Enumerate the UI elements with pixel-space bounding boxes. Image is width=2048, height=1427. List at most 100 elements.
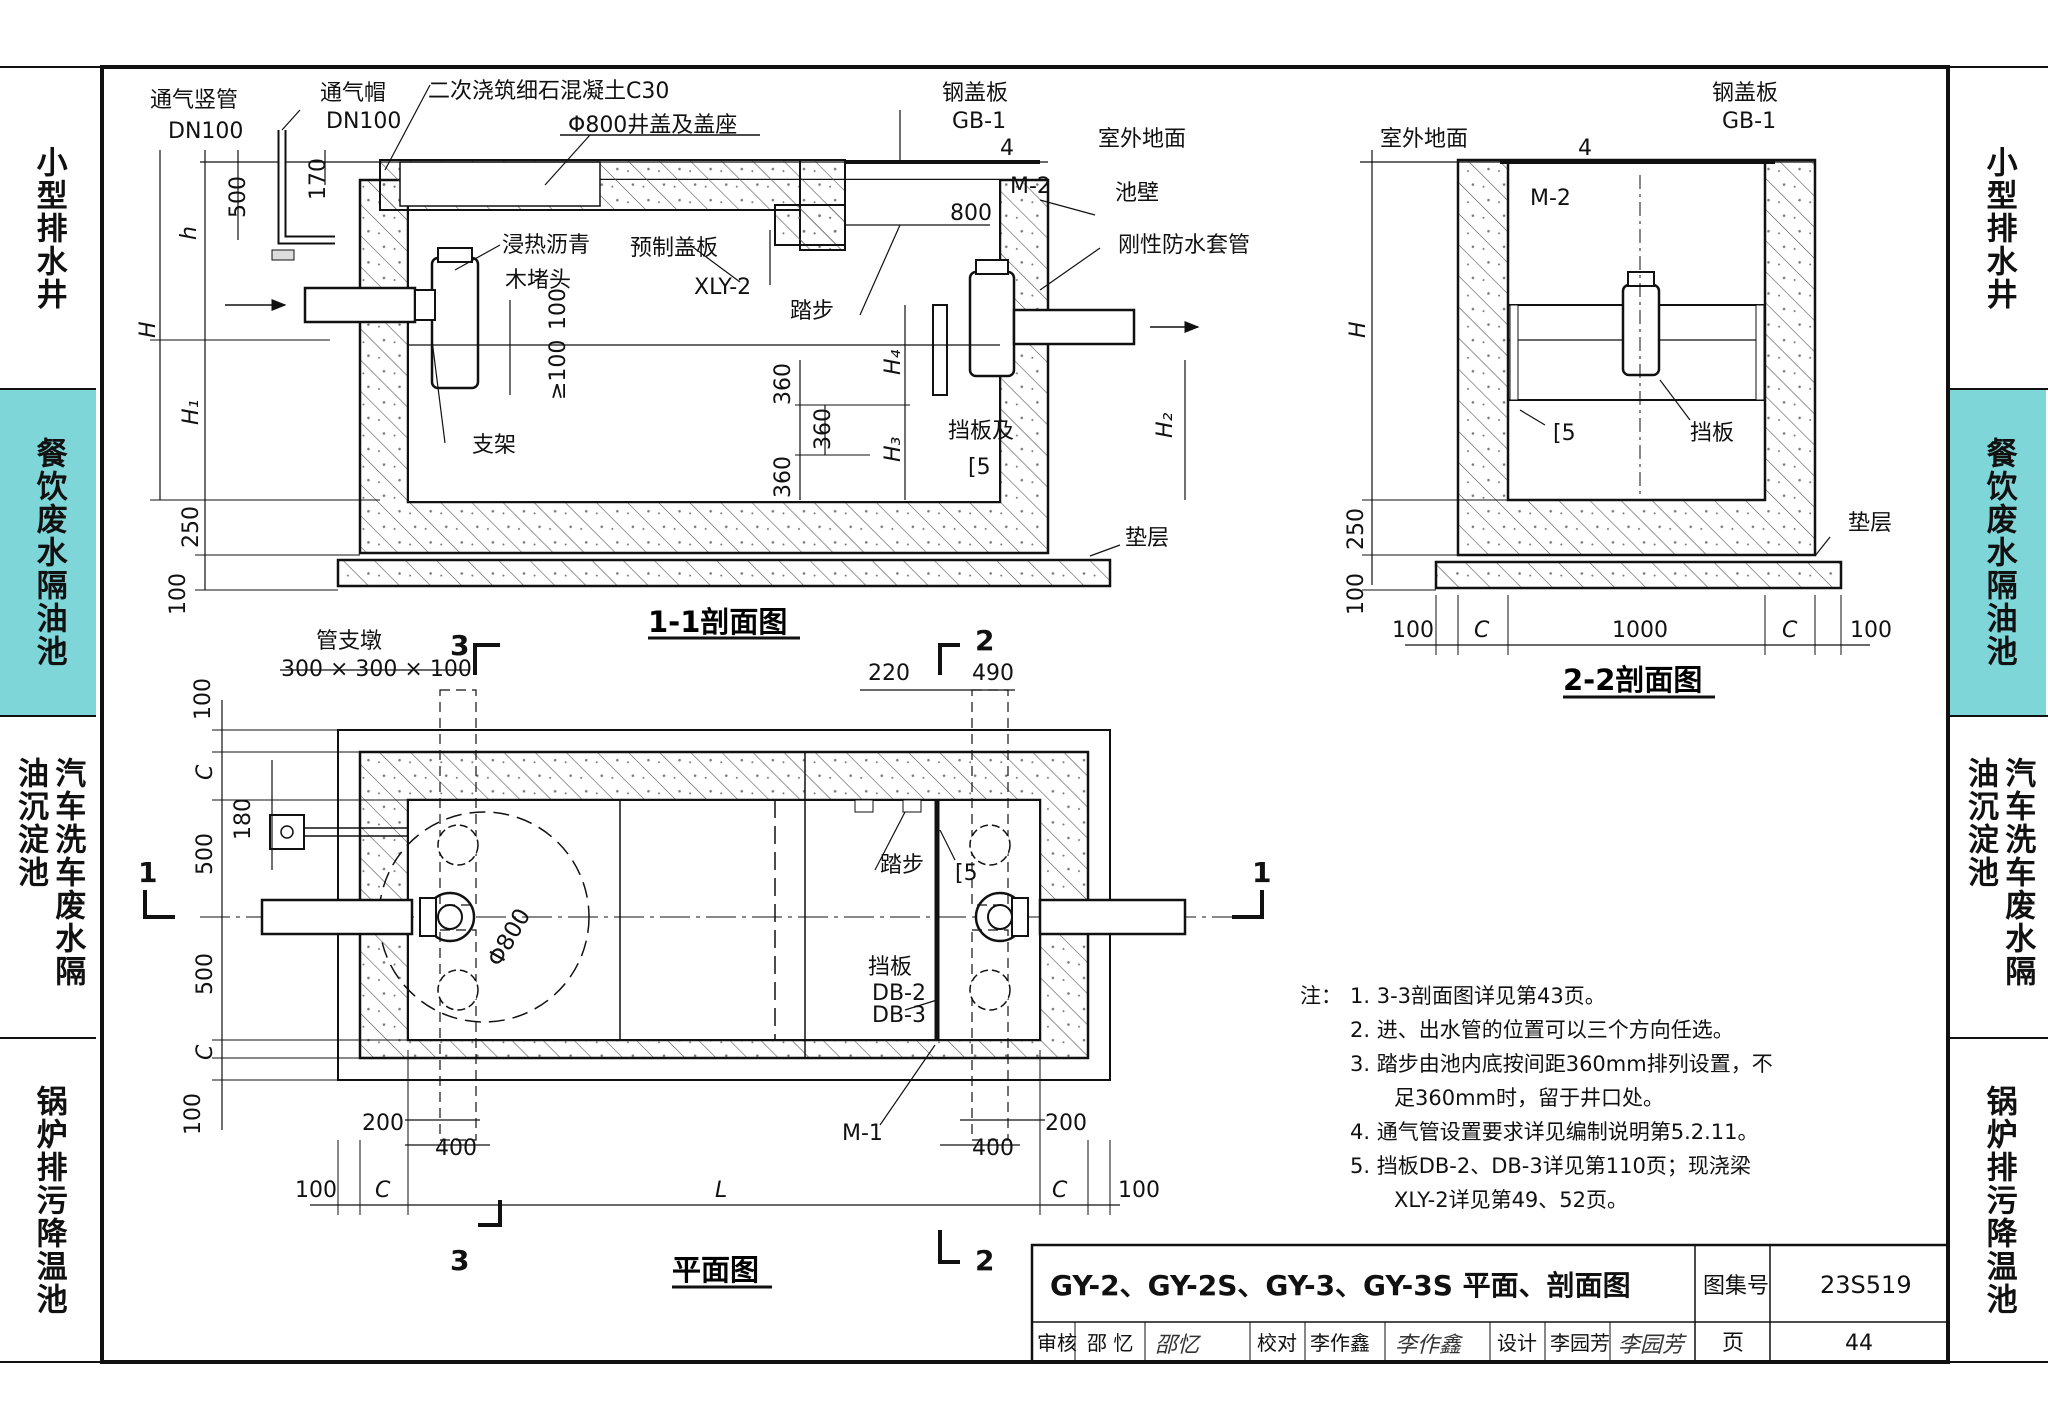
section-mark-3-bottom: 3 bbox=[450, 1244, 469, 1277]
title-block-frame bbox=[1030, 1243, 1950, 1364]
atlas-label: 图集号 bbox=[1703, 1274, 1769, 1299]
dim-220: 220 bbox=[868, 661, 910, 686]
side-tab-carwash-settling: 汽车洗车废水隔油沉淀池 bbox=[0, 716, 96, 1038]
label-channel: [5 bbox=[968, 455, 991, 480]
label-step-plan: 踏步 bbox=[880, 853, 924, 878]
plan-view bbox=[143, 643, 1264, 1264]
notes: 注： 1. 3-3剖面图详见第43页。 2. 进、出水管的位置可以三个方向任选。… bbox=[1300, 984, 1773, 1212]
label-support: 支架 bbox=[472, 433, 516, 458]
drawing-title: GY-2、GY-2S、GY-3、GY-3S 平面、剖面图 bbox=[1050, 1269, 1631, 1302]
title-section-1-1: 1-1剖面图 bbox=[648, 605, 787, 639]
dim-4-22: 4 bbox=[1578, 136, 1592, 161]
section-mark-2-top: 2 bbox=[975, 624, 994, 657]
dim-200-right: 200 bbox=[1045, 1111, 1087, 1136]
dim-C-top: C bbox=[193, 764, 218, 780]
side-tab-restaurant-grease-trap: 餐饮废水隔油池 bbox=[1950, 389, 2046, 716]
dim-ge100: ≥100 bbox=[546, 340, 571, 400]
side-tab-label: 小型排水井 bbox=[1980, 145, 2017, 311]
designer-name: 李园芳 bbox=[1550, 1331, 1610, 1355]
dim-180: 180 bbox=[231, 798, 256, 840]
dim-100-bottom: 100 bbox=[181, 1093, 206, 1135]
dim-C2-22: C bbox=[1782, 618, 1798, 643]
note-line: 1. 3-3剖面图详见第43页。 bbox=[1350, 984, 1606, 1008]
dim-100-plan-right: 100 bbox=[1118, 1178, 1160, 1203]
note-line: 4. 通气管设置要求详见编制说明第5.2.11。 bbox=[1350, 1120, 1759, 1144]
side-tab-label: 餐饮废水隔油池 bbox=[30, 437, 67, 668]
dim-100: 100 bbox=[546, 288, 571, 330]
label-concrete: 二次浇筑细石混凝土C30 bbox=[428, 79, 669, 104]
dim-H3: H₃ bbox=[881, 436, 906, 462]
dim-400-right: 400 bbox=[972, 1136, 1014, 1161]
label-baffle-22: 挡板 bbox=[1690, 421, 1734, 446]
label-steel-cover: 钢盖板 bbox=[942, 81, 1008, 106]
label-channel-22: [5 bbox=[1553, 421, 1576, 446]
dim-100r-22: 100 bbox=[1850, 618, 1892, 643]
designer-signature: 李园芳 bbox=[1618, 1333, 1687, 1358]
dim-H4: H₄ bbox=[881, 349, 906, 375]
label-vent-cap-dn: DN100 bbox=[326, 109, 401, 134]
side-tab-small-drain: 小型排水井 bbox=[1950, 67, 2046, 389]
dim-360a: 360 bbox=[771, 363, 796, 405]
notes-head: 注： bbox=[1300, 984, 1342, 1008]
side-tab-label: 锅炉排污降温池 bbox=[1980, 1084, 2017, 1316]
atlas-number: 23S519 bbox=[1820, 1271, 1912, 1299]
dim-360c: 360 bbox=[771, 456, 796, 498]
label-cushion-22: 垫层 bbox=[1848, 511, 1892, 536]
dim-200-left: 200 bbox=[362, 1111, 404, 1136]
label-plug: 木堵头 bbox=[505, 268, 571, 293]
label-m2-22: M-2 bbox=[1530, 186, 1571, 211]
dim-500-a: 500 bbox=[193, 833, 218, 875]
dim-250: 250 bbox=[179, 506, 204, 548]
dim-500-b: 500 bbox=[193, 953, 218, 995]
side-tab-label: 餐饮废水隔油池 bbox=[1980, 437, 2017, 668]
dim-C-bottom: C bbox=[193, 1044, 218, 1060]
dim-100-plan-left: 100 bbox=[295, 1178, 337, 1203]
review-label: 审核 bbox=[1037, 1331, 1077, 1355]
label-db3: DB-3 bbox=[872, 1003, 926, 1028]
section-1-1 bbox=[150, 84, 1200, 591]
dim-490: 490 bbox=[972, 661, 1014, 686]
dim-L: L bbox=[715, 1178, 727, 1203]
dim-H: H bbox=[136, 321, 161, 338]
dim-H1: H₁ bbox=[179, 400, 204, 425]
label-800: 800 bbox=[950, 201, 992, 226]
label-cushion: 垫层 bbox=[1125, 526, 1169, 551]
dim-250-22: 250 bbox=[1344, 508, 1369, 550]
reviewer-signature: 邵忆 bbox=[1155, 1333, 1202, 1358]
title-block: GY-2、GY-2S、GY-3、GY-3S 平面、剖面图 图集号 23S519 … bbox=[1037, 1269, 1912, 1358]
dim-100b: 100 bbox=[166, 573, 191, 615]
label-sleeve: 刚性防水套管 bbox=[1118, 233, 1250, 258]
label-baffle: 挡板及 bbox=[948, 419, 1014, 444]
label-db2: DB-2 bbox=[872, 981, 926, 1006]
page-label: 页 bbox=[1722, 1331, 1744, 1356]
label-vent-cap: 通气帽 bbox=[320, 81, 386, 106]
note-line: 足360mm时，留于井口处。 bbox=[1394, 1086, 1664, 1110]
label-ground-22: 室外地面 bbox=[1380, 127, 1468, 152]
title-plan: 平面图 bbox=[672, 1253, 759, 1287]
dim-170: 170 bbox=[306, 158, 331, 200]
side-tab-carwash-settling: 汽车洗车废水隔油沉淀池 bbox=[1950, 716, 2046, 1038]
side-tab-small-drain: 小型排水井 bbox=[0, 67, 96, 389]
label-steel-cover-22: 钢盖板 bbox=[1712, 81, 1778, 106]
label-wall: 池壁 bbox=[1115, 181, 1159, 206]
label-m2: M-2 bbox=[1010, 174, 1051, 199]
label-m1: M-1 bbox=[842, 1121, 883, 1146]
dim-100-top: 100 bbox=[191, 678, 216, 720]
side-tab-label: 锅炉排污降温池 bbox=[30, 1084, 67, 1316]
label-steel-cover-code: GB-1 bbox=[952, 109, 1006, 134]
label-pier: 管支墩 bbox=[316, 629, 382, 654]
label-step: 踏步 bbox=[790, 299, 834, 324]
check-label: 校对 bbox=[1257, 1331, 1297, 1355]
dim-400-left: 400 bbox=[435, 1136, 477, 1161]
section-mark-2-bottom: 2 bbox=[975, 1244, 994, 1277]
dim-h: h bbox=[177, 226, 202, 240]
side-tab-label: 汽车洗车废水隔油沉淀池 bbox=[1962, 757, 2036, 988]
design-label: 设计 bbox=[1497, 1331, 1537, 1355]
label-baffle-plan: 挡板 bbox=[868, 955, 912, 980]
dim-500: 500 bbox=[226, 176, 251, 218]
label-channel-plan: [5 bbox=[955, 861, 978, 886]
dim-H2: H₂ bbox=[1153, 412, 1178, 438]
side-tab-label: 汽车洗车废水隔油沉淀池 bbox=[12, 757, 86, 988]
page-number: 44 bbox=[1845, 1331, 1873, 1356]
dim-360b: 360 bbox=[811, 408, 836, 450]
